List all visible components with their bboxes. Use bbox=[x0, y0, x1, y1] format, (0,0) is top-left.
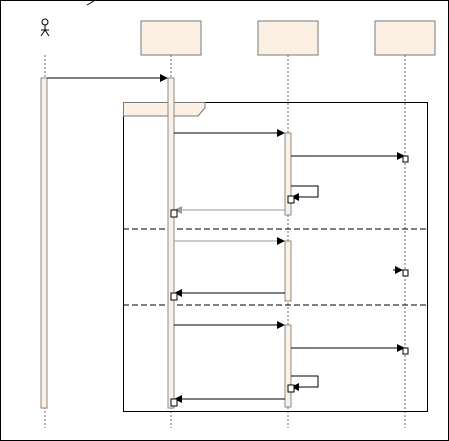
return-2-to-1-b-arrow bbox=[174, 289, 182, 297]
lifeline-3-marker-b bbox=[402, 269, 409, 277]
lifeline-3-marker-c bbox=[402, 347, 409, 355]
message-1-to-2-a-arrow bbox=[277, 129, 285, 137]
self-message-2-c-arrow bbox=[291, 383, 299, 391]
actor-icon bbox=[40, 18, 50, 37]
frame-tab-corner bbox=[86, 0, 95, 6]
message-1-to-2-c-arrow bbox=[277, 321, 285, 329]
message-2-to-3-c-arrow bbox=[397, 344, 405, 352]
message-2-to-3-a-arrow bbox=[397, 152, 405, 160]
lifeline-1-header bbox=[140, 20, 202, 56]
lifeline-3-marker-a bbox=[402, 155, 409, 163]
return-2-to-1-c-arrow bbox=[174, 395, 182, 403]
self-message-2-a bbox=[291, 185, 319, 198]
message-actor-to-1-arrow bbox=[160, 74, 168, 82]
activation-lifeline-2-c bbox=[284, 324, 292, 408]
combined-fragment bbox=[123, 102, 428, 412]
return-2-to-1-b-box bbox=[170, 292, 178, 301]
self-message-2-c-box bbox=[287, 384, 295, 393]
activation-actor bbox=[40, 77, 48, 409]
activation-lifeline-2-b bbox=[284, 240, 292, 302]
lifeline-2-header bbox=[257, 20, 319, 56]
activation-lifeline-2-a bbox=[284, 132, 292, 216]
activation-lifeline-1 bbox=[167, 77, 175, 409]
lifeline-3-header bbox=[374, 20, 436, 56]
self-message-2-c bbox=[291, 375, 319, 388]
return-2-to-1-c-box bbox=[170, 398, 178, 407]
self-message-2-a-box bbox=[287, 195, 295, 204]
return-2-to-1-a-box bbox=[170, 209, 178, 218]
fragment-operator-tab bbox=[123, 102, 206, 117]
self-message-2-a-arrow bbox=[291, 193, 299, 201]
message-1-to-2-b-arrow bbox=[277, 237, 285, 245]
return-2-to-1-a-arrow bbox=[174, 206, 182, 214]
